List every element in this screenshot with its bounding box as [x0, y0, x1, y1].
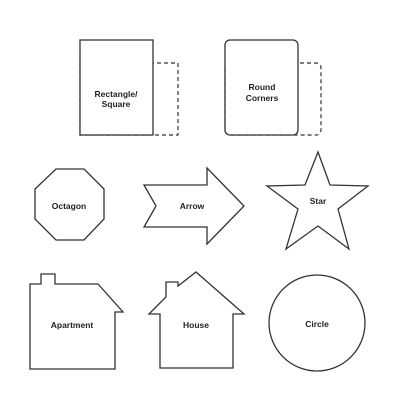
rectangle-icon — [79, 39, 154, 136]
apartment-icon — [29, 273, 125, 370]
round-corners-label-line-1: Round — [249, 82, 276, 92]
star-label: Star — [310, 196, 327, 206]
house-icon — [147, 271, 246, 369]
rectangle-label-line-2: Square — [102, 99, 131, 109]
apartment-shape[interactable]: Apartment — [29, 273, 125, 370]
rectangle-label-line-1: Rectangle/ — [95, 89, 139, 99]
circle-label: Circle — [305, 319, 329, 329]
rectangle-shape[interactable]: Rectangle/ Square — [79, 39, 179, 136]
house-label: House — [183, 320, 209, 330]
circle-shape[interactable]: Circle — [268, 274, 366, 372]
apartment-label: Apartment — [51, 320, 94, 330]
octagon-shape[interactable]: Octagon — [34, 168, 105, 241]
round-corners-icon — [224, 39, 299, 136]
arrow-label: Arrow — [180, 201, 205, 211]
octagon-icon — [34, 168, 105, 241]
house-shape[interactable]: House — [147, 271, 246, 369]
arrow-icon — [142, 166, 245, 246]
star-icon — [265, 150, 370, 251]
circle-icon — [268, 274, 366, 372]
octagon-label: Octagon — [52, 201, 86, 211]
round-corners-shape[interactable]: Round Corners — [224, 39, 322, 136]
arrow-shape[interactable]: Arrow — [142, 166, 245, 246]
round-corners-label-line-2: Corners — [246, 93, 279, 103]
star-shape[interactable]: Star — [265, 150, 370, 251]
